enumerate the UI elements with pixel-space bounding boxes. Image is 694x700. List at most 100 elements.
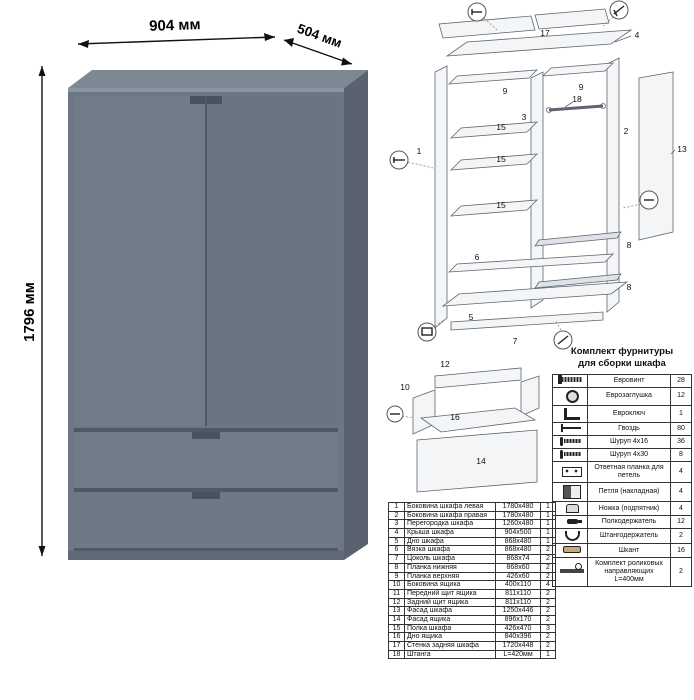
drawer-rail-1 xyxy=(534,231,622,247)
dim-width-arrow-right xyxy=(264,33,275,41)
part-name-cell: Полка шкафа xyxy=(404,623,496,634)
hardware-name-cell: Гвоздь xyxy=(587,421,671,436)
part-size-cell: 868x74 xyxy=(495,554,541,564)
dim-height-arrow-top xyxy=(38,66,46,76)
hardware-icon-cell xyxy=(552,501,588,517)
hardware-name-cell: Комплект роликовых направляющих L=400мм xyxy=(587,556,671,588)
hardware-qty-cell: 28 xyxy=(670,373,692,388)
drawer-bottom xyxy=(419,407,537,433)
part-qty-cell: 2 xyxy=(540,606,556,616)
hardware-name-cell: Петля (накладная) xyxy=(587,482,671,503)
part-size-cell: 868x480 xyxy=(495,536,541,547)
callout-shelf-pin xyxy=(622,190,659,210)
back-panel-right xyxy=(534,8,610,30)
hardware-name-cell: Ножка (подпятник) xyxy=(587,501,671,517)
part-size-cell: 1260x480 xyxy=(495,519,541,530)
shelf-1 xyxy=(449,121,539,139)
hardware-icon-cell xyxy=(552,434,588,449)
hardware-icon-cell xyxy=(552,460,588,484)
drawer-rail-2 xyxy=(534,273,622,289)
part-label: 8 xyxy=(627,240,632,250)
part-number-cell: 3 xyxy=(388,519,405,530)
shelf-3 xyxy=(449,199,539,217)
door-seam xyxy=(205,96,207,426)
hardware-qty-cell: 2 xyxy=(670,528,692,545)
part-size-cell: 896x170 xyxy=(495,614,541,625)
left-door-handle xyxy=(190,96,205,104)
bottom-panel xyxy=(441,281,629,307)
hardware-row: Ножка (подпятник)4 xyxy=(552,501,692,517)
hardware-icon-cell xyxy=(552,556,588,588)
part-size-cell: 868x60 xyxy=(495,562,541,573)
hardware-kit-title-line1: Комплект фурнитуры xyxy=(570,346,674,357)
drawer-front-2 xyxy=(74,492,338,548)
part-name-cell: Крыша шкафа xyxy=(404,528,496,538)
part-name-cell: Дно шкафа xyxy=(404,536,496,547)
hardware-qty-cell: 1 xyxy=(670,404,692,423)
screw-icon xyxy=(559,449,581,459)
part-label: 1 xyxy=(417,146,422,156)
part-label: 7 xyxy=(513,336,518,346)
part-qty-cell: 1 xyxy=(540,649,556,660)
drawer-gap-bottom xyxy=(74,548,338,551)
hardware-qty-cell: 4 xyxy=(670,460,692,484)
hardware-name-cell: Полкодержатель xyxy=(587,515,671,530)
part-qty-cell: 2 xyxy=(540,597,556,608)
dim-height-arrow-bottom xyxy=(38,546,46,556)
left-side-panel xyxy=(434,65,448,329)
hardware-qty-cell: 12 xyxy=(670,515,692,530)
part-name-cell: Планка верхняя xyxy=(404,571,496,582)
part-size-cell: 1720x448 xyxy=(495,641,541,651)
right-door xyxy=(207,96,338,426)
part-number-cell: 18 xyxy=(388,649,405,660)
part-size-cell: L=420мм xyxy=(495,649,541,660)
part-number-cell: 12 xyxy=(388,597,405,608)
part-size-cell: 426x60 xyxy=(495,571,541,582)
part-size-cell: 904x500 xyxy=(495,528,541,538)
hex-key-icon xyxy=(564,407,580,420)
drawer-handle-2 xyxy=(192,492,220,499)
dim-depth-arrow-right xyxy=(341,57,352,66)
foot-icon xyxy=(565,504,579,514)
partition-panel xyxy=(530,71,544,309)
door-panel xyxy=(638,71,674,241)
wardrobe-top-edge xyxy=(68,88,344,92)
part-label: 12 xyxy=(440,359,450,369)
hardware-qty-cell: 80 xyxy=(670,421,692,436)
hardware-kit-title: Комплект фурнитуры для сборки шкафа xyxy=(552,346,692,370)
part-size-cell: 400x110 xyxy=(495,580,541,590)
hardware-qty-cell: 4 xyxy=(670,482,692,503)
dowel-icon xyxy=(563,546,581,554)
nail-icon xyxy=(561,423,581,432)
callout-euro-screw xyxy=(389,150,434,170)
shelf-2 xyxy=(449,153,539,171)
part-name-cell: Дно ящика xyxy=(404,632,496,642)
part-label: 3 xyxy=(522,112,527,122)
part-size-cell: 811x110 xyxy=(495,597,541,608)
part-label: 15 xyxy=(496,122,506,132)
part-qty-cell: 2 xyxy=(540,588,556,599)
rod-holder-left xyxy=(546,107,552,113)
rod-holder-icon xyxy=(564,531,580,542)
part-number-cell: 17 xyxy=(388,641,405,651)
part-name-cell: Планка нижняя xyxy=(404,562,496,573)
drawer-assembly-diagram: 12 10 16 14 xyxy=(386,359,540,493)
dim-depth-arrow-left xyxy=(284,38,294,47)
wardrobe-top-face xyxy=(68,70,368,88)
hardware-qty-cell: 8 xyxy=(670,447,692,462)
